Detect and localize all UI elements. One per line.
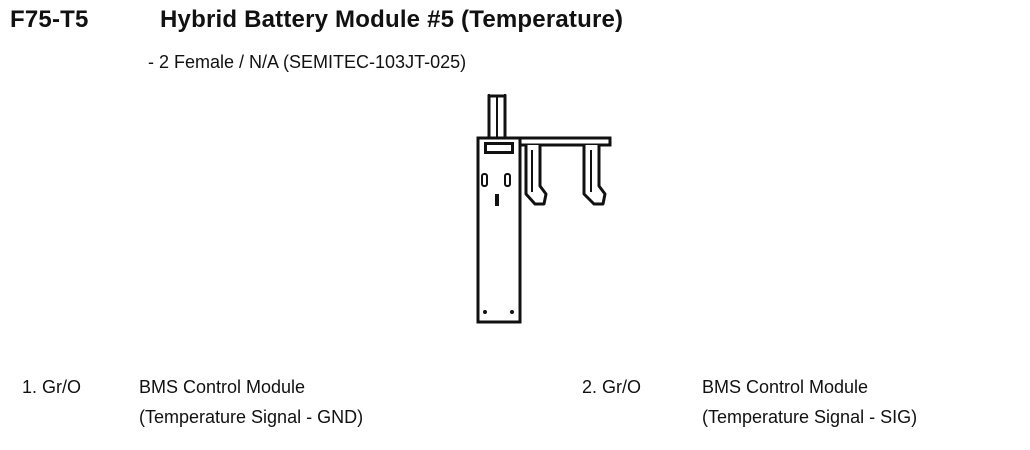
- pin-line: (Temperature Signal - GND): [139, 407, 364, 427]
- connector-subtitle: - 2 Female / N/A (SEMITEC-103JT-025): [148, 52, 467, 72]
- pin-description: BMS Control Module (Temperature Signal -…: [139, 372, 363, 432]
- pin-description: BMS Control Module (Temperature Signal -…: [702, 372, 917, 432]
- pin-line: BMS Control Module: [139, 377, 306, 397]
- pin-number: 1. Gr/O: [22, 377, 82, 397]
- connector-sensor-icon: [476, 94, 612, 324]
- pin-line: BMS Control Module: [702, 377, 869, 397]
- pin-line: (Temperature Signal - SIG): [702, 407, 918, 427]
- connector-title: Hybrid Battery Module #5 (Temperature): [160, 6, 624, 33]
- pin-number: 2. Gr/O: [582, 377, 642, 397]
- connector-code: F75-T5: [10, 6, 89, 33]
